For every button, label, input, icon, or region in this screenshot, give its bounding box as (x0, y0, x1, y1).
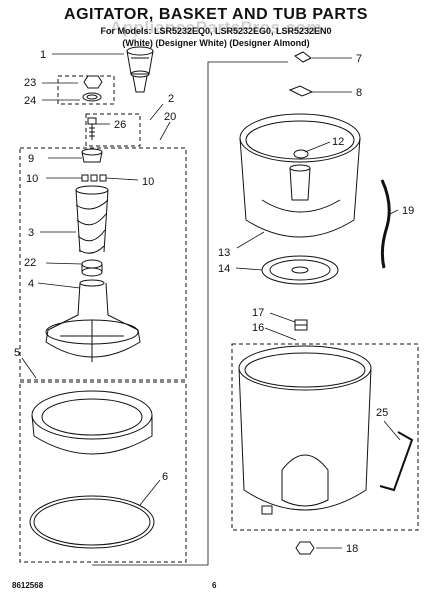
callout-7: 7 (356, 53, 362, 65)
callout-10-left: 10 (26, 173, 38, 185)
document-number: 8612568 (12, 581, 44, 590)
part-agitator-base-4 (45, 279, 141, 362)
group-box-ring (19, 381, 187, 563)
callout-19: 19 (402, 205, 414, 217)
callout-labels: 1 2 3 4 5 6 7 8 9 10 10 12 13 14 16 17 1… (14, 49, 414, 555)
callout-8: 8 (356, 87, 362, 99)
group-box-26 (85, 113, 141, 147)
callout-6: 6 (162, 471, 168, 483)
part-basket-13 (239, 113, 361, 238)
part-balance-ring-5 (31, 390, 153, 455)
callout-20: 20 (164, 111, 176, 123)
part-hose-19 (380, 179, 391, 269)
watermark: AppliancePartsPros.com (109, 18, 323, 37)
part-23-24 (82, 75, 103, 102)
part-12 (293, 149, 309, 159)
callout-23: 23 (24, 77, 36, 89)
callout-25: 25 (376, 407, 388, 419)
callout-22: 22 (24, 257, 36, 269)
part-softener-dispenser (126, 46, 154, 93)
model-variants: (White) (Designer White) (Designer Almon… (122, 38, 310, 48)
callout-26: 26 (114, 119, 126, 131)
callout-17: 17 (252, 307, 264, 319)
callout-5: 5 (14, 347, 20, 359)
group-box-tub (231, 343, 419, 531)
callout-24: 24 (24, 95, 36, 107)
part-tub-ring-6 (29, 495, 155, 549)
part-7-8 (288, 51, 314, 97)
part-hub-14 (261, 255, 339, 285)
callout-18: 18 (346, 543, 358, 555)
part-17 (294, 319, 308, 331)
callout-16: 16 (252, 322, 264, 334)
part-dogs-10 (81, 174, 107, 182)
callout-13: 13 (218, 247, 230, 259)
callout-14: 14 (218, 263, 230, 275)
callout-4: 4 (28, 278, 34, 290)
group-box-23-24 (57, 75, 115, 105)
part-auger-3 (75, 185, 109, 254)
part-pipe-25 (379, 431, 414, 492)
part-bolt-26 (87, 117, 97, 140)
part-22 (81, 259, 103, 277)
callout-12: 12 (332, 136, 344, 148)
callout-9: 9 (28, 153, 34, 165)
group-box-agitator (19, 147, 187, 381)
callout-3: 3 (28, 227, 34, 239)
callout-2: 2 (168, 93, 174, 105)
part-nut-18 (295, 541, 315, 555)
callout-1: 1 (40, 49, 46, 61)
part-outer-tub-16 (238, 345, 372, 515)
part-agitator-cap-9 (81, 148, 103, 163)
diagram-title: AGITATOR, BASKET AND TUB PARTS (64, 6, 368, 23)
model-list: For Models: LSR5232EQ0, LSR5232EG0, LSR5… (100, 26, 332, 36)
callout-10-right: 10 (142, 176, 154, 188)
page-number: 6 (212, 581, 217, 590)
